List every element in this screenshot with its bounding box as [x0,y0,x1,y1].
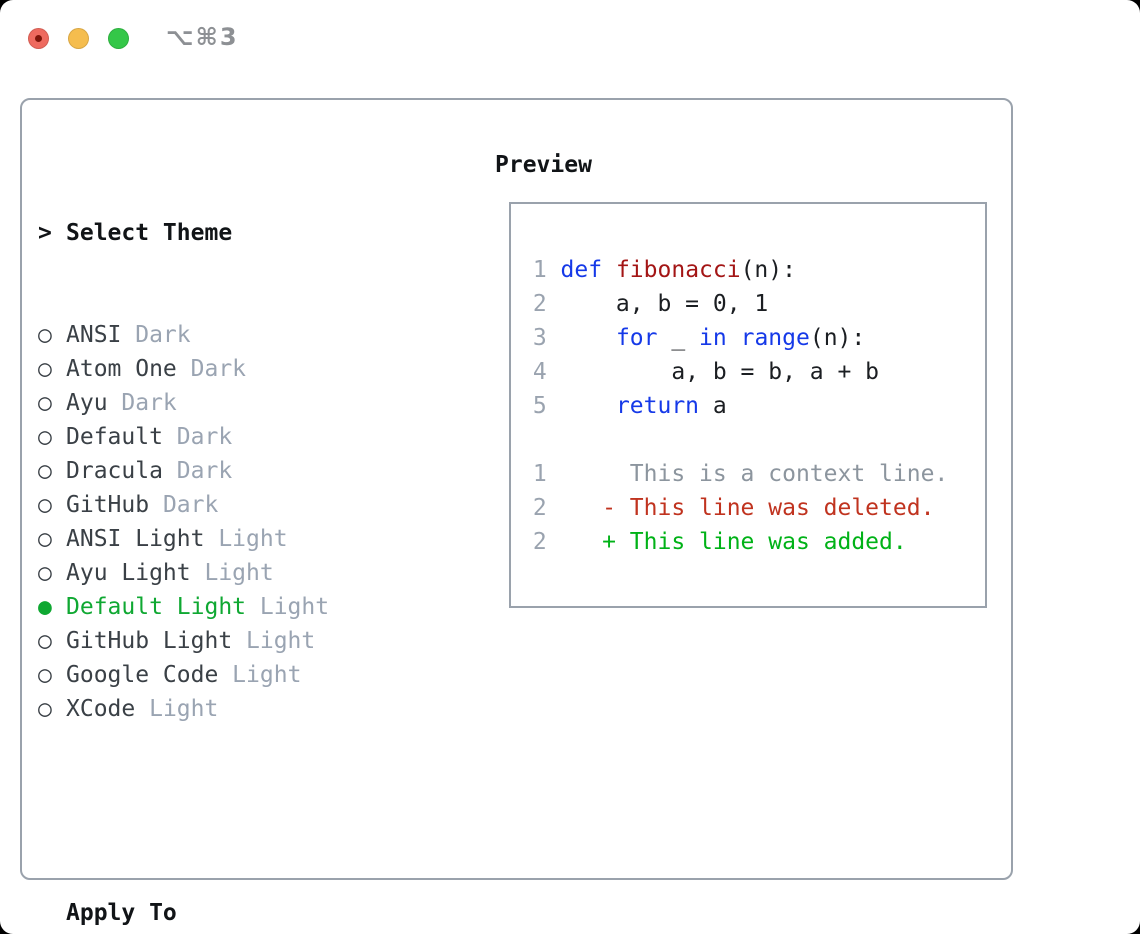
close-button[interactable] [28,28,49,49]
radio-icon: ○ [38,424,52,450]
maximize-button[interactable] [108,28,129,49]
focus-caret-icon: > [38,220,52,246]
theme-variant-label: Dark [149,492,219,518]
theme-variant-label: Light [246,594,330,620]
theme-name-label: Default Light [66,594,247,620]
theme-variant-label: Dark [107,390,177,416]
theme-option-xcode[interactable]: ○ XCode Light [38,692,426,726]
minimize-button[interactable] [68,28,89,49]
radio-icon: ○ [38,662,52,688]
theme-name-label: GitHub [66,492,150,518]
theme-name-label: ANSI Light [66,526,205,552]
theme-name-label: Ayu Light [66,560,191,586]
radio-icon: ○ [38,628,52,654]
code-line-blank [519,423,985,457]
theme-list-header-label: Select Theme [66,220,233,246]
theme-name-label: ANSI [66,322,122,348]
theme-name-label: Atom One [66,356,177,382]
radio-icon: ○ [38,560,52,586]
radio-icon: ○ [38,458,52,484]
code-line-9: 2 + This line was added. [519,529,907,555]
theme-option-github[interactable]: ○ GitHub Dark [38,488,426,522]
theme-option-ansi[interactable]: ○ ANSI Dark [38,318,426,352]
radio-icon: ○ [38,390,52,416]
code-line-1: 1 def fibonacci(n): [519,257,796,283]
apply-to-header-label: Apply To [66,900,177,926]
apply-to-header: Apply To [38,896,426,930]
theme-variant-label: Light [204,526,288,552]
theme-option-atom-one[interactable]: ○ Atom One Dark [38,352,426,386]
theme-variant-label: Dark [162,424,233,450]
radio-icon: ○ [38,356,52,382]
theme-name-label: Default [66,424,163,450]
code-line-5: 5 return a [519,393,727,419]
theme-option-default[interactable]: ○ Default Dark [38,420,426,454]
theme-variant-label: Light [135,696,219,722]
radio-icon: ○ [38,492,52,518]
theme-variant-label: Dark [162,458,233,484]
theme-variant-label: Dark [121,322,191,348]
theme-option-ayu-light[interactable]: ○ Ayu Light Light [38,556,426,590]
code-line-4: 4 a, b = b, a + b [519,359,880,385]
theme-option-ansi-light[interactable]: ○ ANSI Light Light [38,522,426,556]
theme-list-header: > Select Theme [38,216,426,250]
radio-icon: ○ [38,526,52,552]
theme-option-github-light[interactable]: ○ GitHub Light Light [38,624,426,658]
theme-variant-label: Light [232,628,316,654]
theme-name-label: GitHub Light [66,628,233,654]
theme-variant-label: Light [190,560,274,586]
theme-selector-column: > Select Theme ○ ANSI Dark ○ Atom One Dark ○ A… [38,148,426,934]
theme-name-label: Ayu [66,390,108,416]
theme-name-label: XCode [66,696,136,722]
code-line-2: 2 a, b = 0, 1 [519,291,769,317]
spacer [38,794,426,828]
radio-icon: ○ [38,696,52,722]
theme-option-dracula[interactable]: ○ Dracula Dark [38,454,426,488]
theme-variant-label: Dark [176,356,247,382]
theme-option-default-light[interactable]: ● Default Light Light [38,590,426,624]
theme-variant-label: Light [218,662,302,688]
theme-option-google-code[interactable]: ○ Google Code Light [38,658,426,692]
theme-option-ayu[interactable]: ○ Ayu Dark [38,386,426,420]
theme-list: ○ ANSI Dark ○ Atom One Dark ○ Ayu Dark ○ Defaul… [38,318,426,726]
preview-header: Preview [495,152,592,178]
theme-name-label: Google Code [66,662,219,688]
radio-icon: ● [38,594,52,620]
code-line-7: 1 This is a context line. [519,461,949,487]
theme-name-label: Dracula [66,458,163,484]
radio-icon: ○ [38,322,52,348]
unsaved-changes-dot [35,35,42,42]
code-line-8: 2 - This line was deleted. [519,495,935,521]
code-line-3: 3 for _ in range(n): [519,325,866,351]
main-panel: > Select Theme ○ ANSI Dark ○ Atom One Dark ○ A… [20,98,1013,926]
preview-code-box: 1 def fibonacci(n): 2 a, b = 0, 1 3 for … [509,202,987,608]
window-title: ⌥⌘3 [166,23,239,51]
